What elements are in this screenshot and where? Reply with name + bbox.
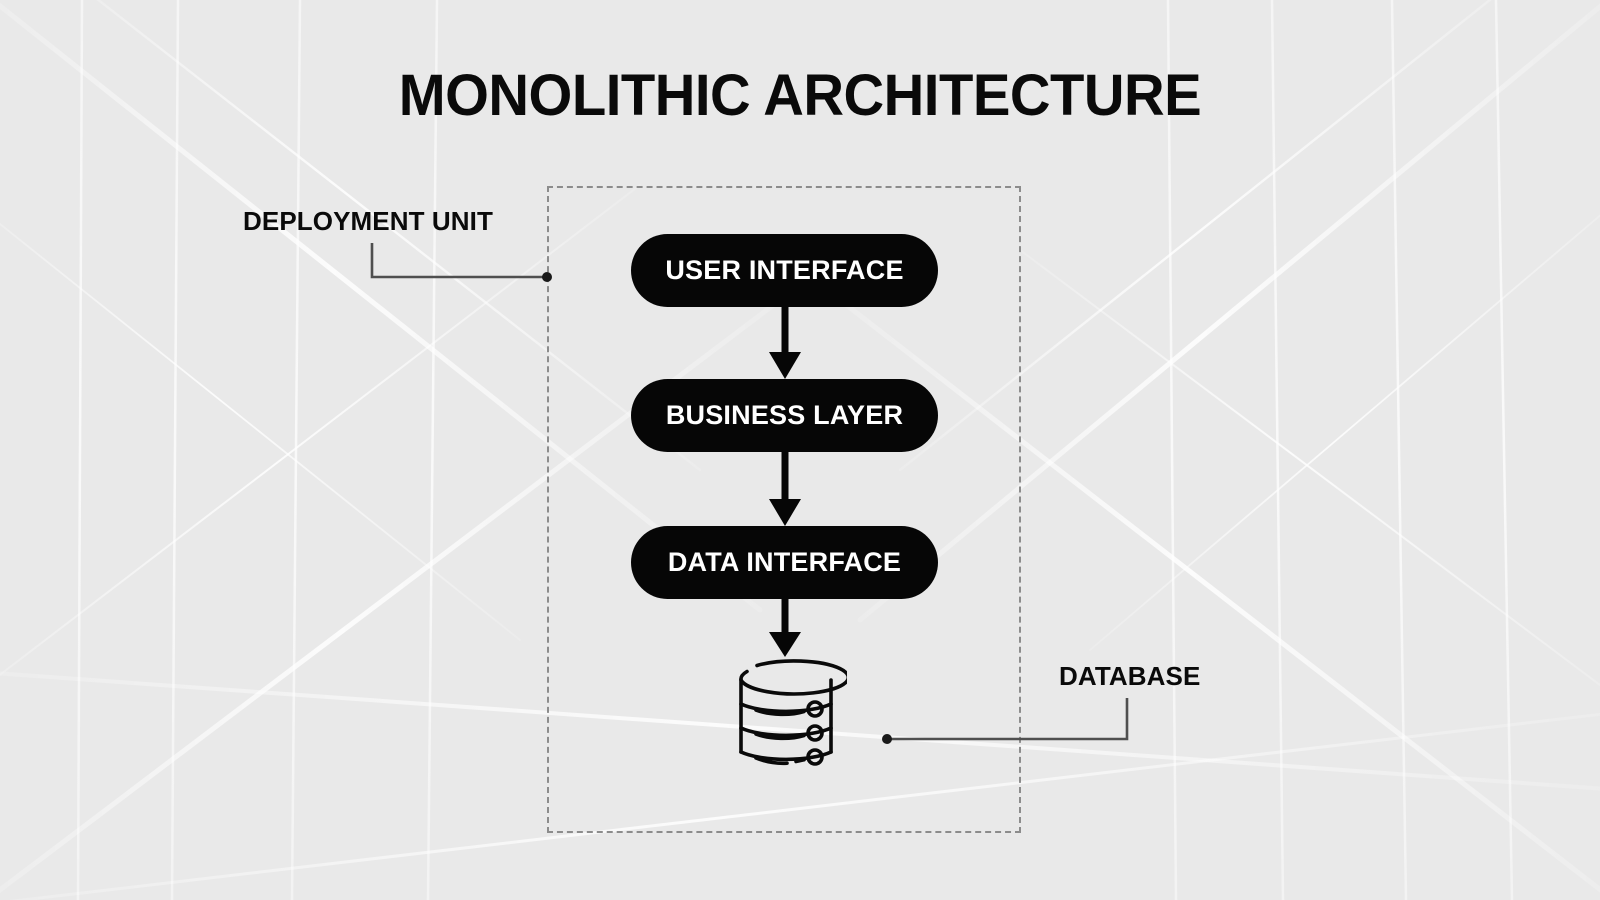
layer-box-user-interface[interactable]: USER INTERFACE	[631, 234, 938, 307]
flow-arrow-ui-to-business	[769, 305, 801, 379]
deployment-unit-boundary	[547, 186, 1021, 833]
database-cylinder-icon	[739, 659, 847, 766]
page-title: MONOLITHIC ARCHITECTURE	[398, 63, 1202, 128]
layer-label: USER INTERFACE	[665, 255, 904, 285]
database-callout-label: DATABASE	[1059, 661, 1201, 691]
layer-label: DATA INTERFACE	[667, 547, 902, 577]
deployment-unit-callout-label: DEPLOYMENT UNIT	[243, 206, 493, 236]
flow-arrow-data-to-database	[769, 597, 801, 657]
flow-arrow-business-to-data	[769, 450, 801, 526]
layer-box-business-layer[interactable]: BUSINESS LAYER	[631, 379, 938, 452]
layer-box-data-interface[interactable]: DATA INTERFACE	[631, 526, 938, 599]
layer-label: BUSINESS LAYER	[665, 400, 904, 430]
